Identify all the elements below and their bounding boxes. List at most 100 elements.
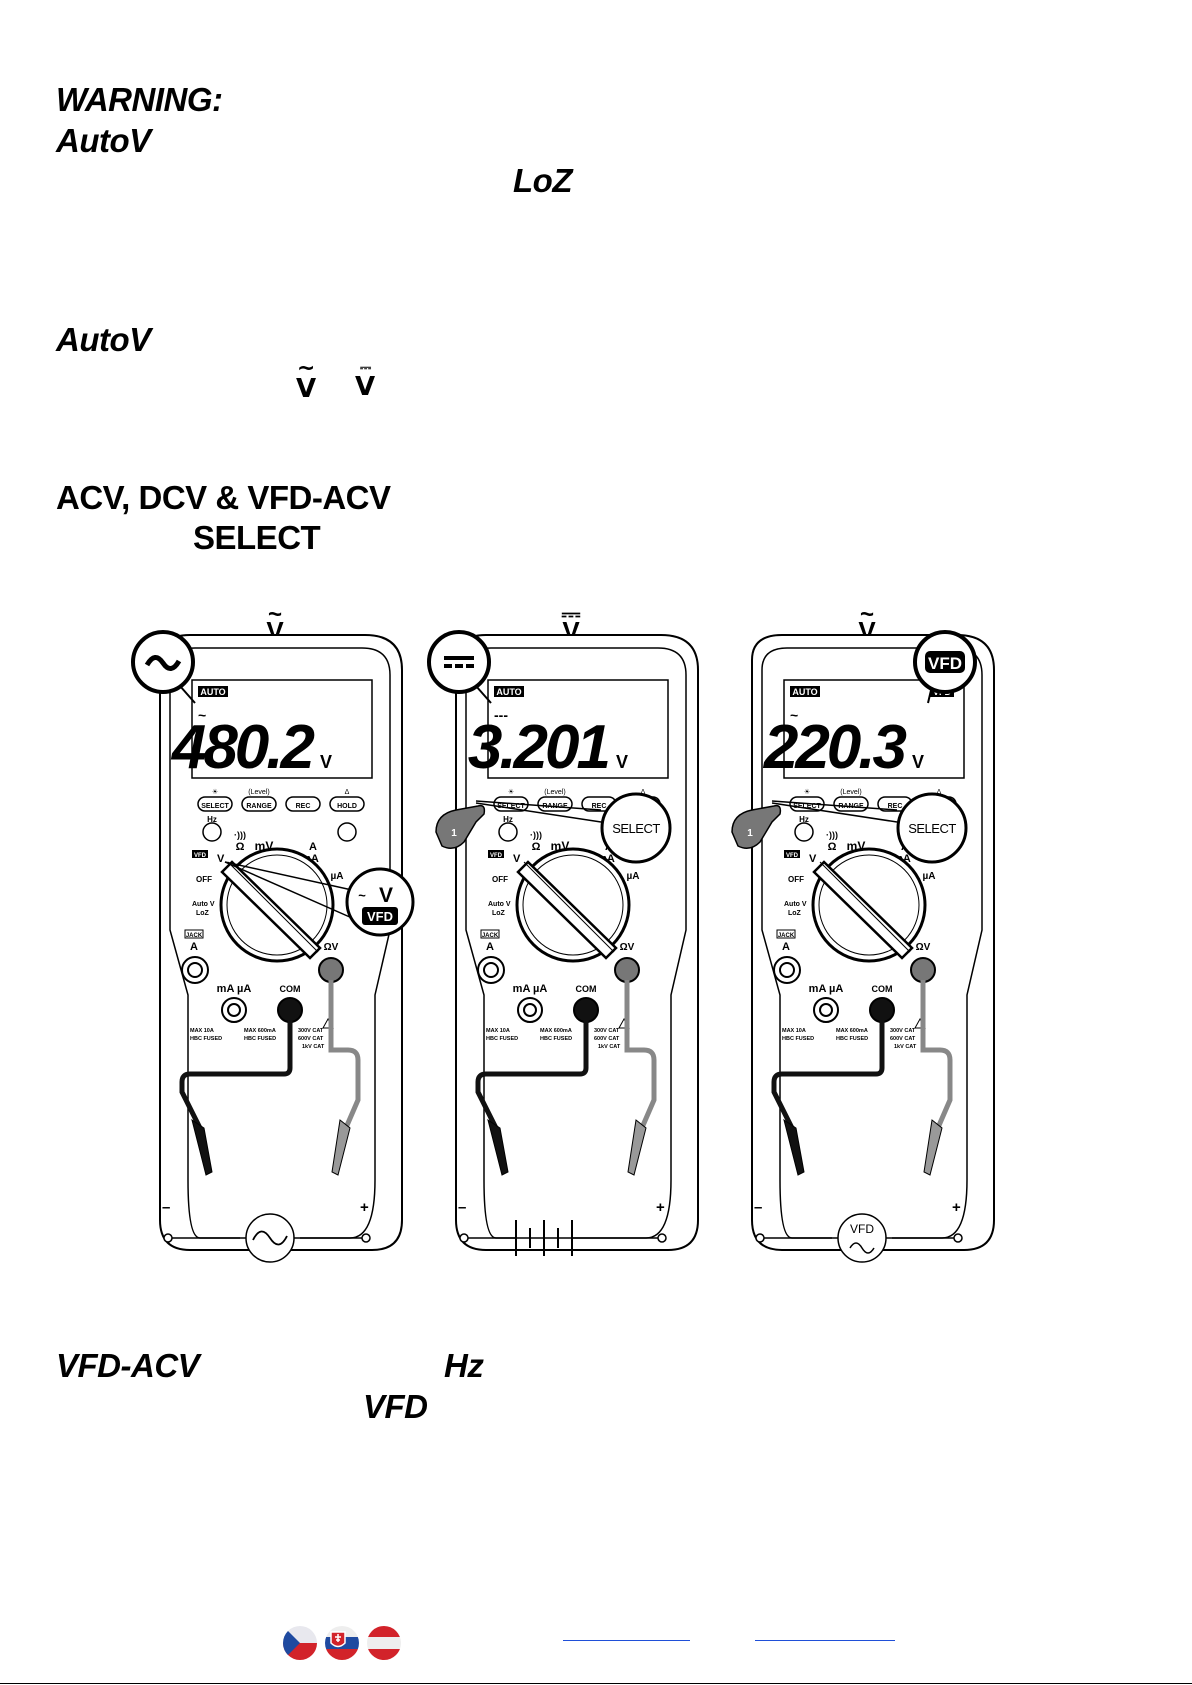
acv-dcv-vfd-heading: ACV, DCV & VFD-ACV — [56, 479, 391, 516]
fine-print: HBC FUSED — [244, 1036, 276, 1042]
warning-heading: WARNING: — [56, 81, 223, 118]
key-top-label: Δ — [345, 789, 350, 796]
fine-print: 600V CAT — [890, 1036, 916, 1042]
slovak-flag-icon — [325, 1626, 359, 1660]
footer-link-2[interactable] — [755, 1640, 895, 1641]
dial-vfd-tag-text: VFD — [194, 853, 207, 859]
positive-terminal-label: + — [656, 1199, 665, 1216]
fine-print: 600V CAT — [594, 1036, 620, 1042]
key-top-label: ☀ — [804, 788, 810, 796]
lcd-reading: 3.201 — [468, 713, 609, 782]
black-test-lead — [179, 1012, 293, 1130]
key-rec-button[interactable] — [285, 796, 321, 812]
vfd-source-wave — [849, 1242, 875, 1254]
dial-label-autov: Auto V — [784, 901, 807, 908]
dial-label-continuity: ·))) — [234, 830, 246, 840]
black-test-lead — [771, 1012, 885, 1130]
fine-print: 1kV CAT — [302, 1044, 325, 1050]
dial-label-hz: Hz — [207, 815, 217, 824]
fine-print: HBC FUSED — [836, 1036, 868, 1042]
jack-tag — [184, 929, 204, 939]
dial-label-ua: µA — [627, 871, 640, 882]
lcd-auto-badge — [790, 686, 820, 697]
footer-link-1[interactable] — [563, 1640, 690, 1641]
key-top-label: Δ — [937, 789, 942, 796]
jack-label-ohmv: ΩV — [916, 942, 931, 953]
key-label: REC — [888, 803, 903, 810]
select-heading: SELECT — [193, 519, 321, 556]
loz-heading: LoZ — [513, 162, 572, 199]
dial-knob-ridge — [819, 861, 911, 953]
terminal-node — [657, 1233, 667, 1243]
key-select-button[interactable] — [197, 796, 233, 812]
hz-heading: Hz — [444, 1347, 484, 1384]
dial-vfd-tag-text: VFD — [786, 853, 799, 859]
vfd-acv-heading: VFD-ACV — [56, 1347, 200, 1384]
black-probe — [783, 1118, 805, 1176]
meter-vfd: ~VVFDAUTOVFD~220.3VVFDSELECT☀RANGE(Level… — [731, 601, 995, 1263]
lcd-auto-text: AUTO — [200, 687, 225, 697]
select-pointer — [771, 802, 898, 823]
jack-a-inner — [779, 962, 795, 978]
czech-flag-icon — [283, 1626, 317, 1660]
finger-step-label: 1 — [451, 828, 457, 839]
dial-label-ohm: Ω — [828, 841, 837, 853]
lcd-auto-text: AUTO — [792, 687, 817, 697]
terminal-node — [459, 1233, 469, 1243]
key-hold-button[interactable] — [329, 796, 365, 812]
callout-pointer — [475, 685, 492, 704]
ac-callout-wave — [144, 655, 182, 671]
jack-label-ohmv: ΩV — [324, 942, 339, 953]
red-test-lead — [328, 980, 361, 1131]
fine-print: HBC FUSED — [486, 1036, 518, 1042]
select-callout-text: SELECT — [612, 821, 660, 836]
meter-label-wave: ~ — [860, 601, 874, 628]
rotary-dial-ring — [818, 854, 920, 956]
key-label: SELECT — [793, 803, 821, 810]
key-top-label: ☀ — [212, 788, 218, 796]
select-pointer — [475, 800, 602, 811]
dial-label-off: OFF — [196, 875, 212, 884]
fine-print: MAX 10A — [190, 1028, 214, 1034]
negative-terminal-label: – — [162, 1199, 170, 1216]
jack-ohmv — [614, 957, 640, 983]
dial-label-hz: Hz — [799, 815, 809, 824]
select-callout-text: SELECT — [908, 821, 956, 836]
jack-maua-inner — [819, 1003, 833, 1017]
select-callout — [896, 792, 968, 864]
key-range-button[interactable] — [241, 796, 277, 812]
select-pointer — [771, 800, 898, 811]
display-callout-text: VFD — [928, 654, 962, 673]
rotary-dial-ring — [522, 854, 624, 956]
dial-label-hz: Hz — [503, 815, 513, 824]
lcd-auto-badge — [494, 686, 524, 697]
jack-label-com: COM — [576, 984, 597, 994]
hz-small-jack — [498, 822, 518, 842]
fine-print: 1kV CAT — [894, 1044, 917, 1050]
positive-terminal-label: + — [360, 1199, 369, 1216]
dial-vfd-tag — [488, 850, 504, 858]
dial-label-autov: Auto V — [192, 901, 215, 908]
fine-print: 1kV CAT — [598, 1044, 621, 1050]
rotary-dial-ring — [226, 854, 328, 956]
dial-knob — [220, 860, 322, 960]
dial-label-autov: Auto V — [488, 901, 511, 908]
fine-print: HBC FUSED — [540, 1036, 572, 1042]
dial-label-continuity: ·))) — [826, 830, 838, 840]
fine-print: MAX 600mA — [540, 1028, 572, 1034]
dial-label-ohm: Ω — [236, 841, 245, 853]
ac-v-symbol: ~ V — [296, 356, 317, 404]
jack-label-maua: mA µA — [809, 983, 844, 995]
fine-print: 300V CAT — [890, 1028, 916, 1034]
fine-print: MAX 600mA — [244, 1028, 276, 1034]
jack-maua-inner — [523, 1003, 537, 1017]
dial-label-loz: LoZ — [788, 910, 802, 917]
terminal-node — [163, 1233, 173, 1243]
jack-label-a: A — [486, 941, 494, 953]
select-callout — [600, 792, 672, 864]
lcd-mode-indicator: --- — [494, 707, 508, 723]
black-probe — [487, 1118, 509, 1176]
dial-label-off: OFF — [492, 875, 508, 884]
dial-knob-ridge — [523, 861, 615, 953]
key-label: HOLD — [337, 803, 357, 810]
